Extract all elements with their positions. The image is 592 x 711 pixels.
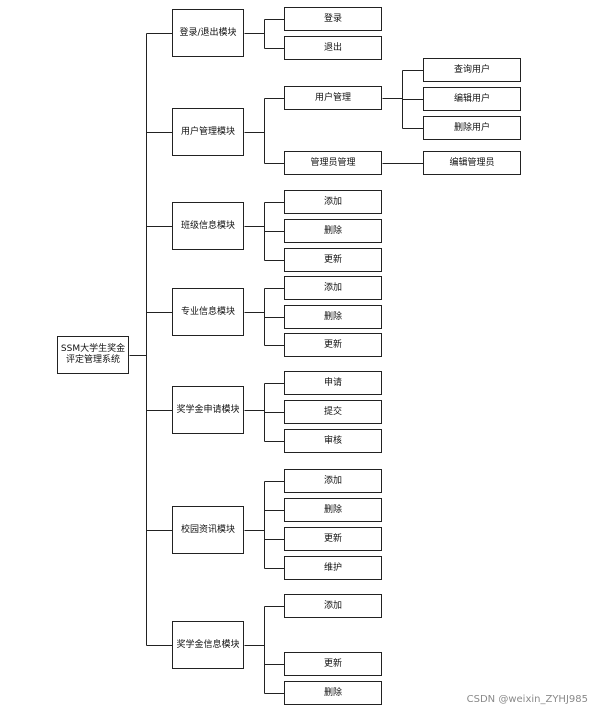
node-review: 审核 [284,429,382,453]
node-scholarship-update: 更新 [284,652,382,676]
node-news-maintain: 维护 [284,556,382,580]
node-submit: 提交 [284,400,382,424]
node-edit-admin: 编辑管理员 [423,151,521,175]
node-edit-user: 编辑用户 [423,87,521,111]
node-delete-user: 删除用户 [423,116,521,140]
node-news-add: 添加 [284,469,382,493]
node-scholarship-add: 添加 [284,594,382,618]
node-query-user: 查询用户 [423,58,521,82]
node-apply: 申请 [284,371,382,395]
module-major-info: 专业信息模块 [172,288,244,336]
node-class-add: 添加 [284,190,382,214]
module-user-management: 用户管理模块 [172,108,244,156]
node-admin-management: 管理员管理 [284,151,382,175]
node-user-management: 用户管理 [284,86,382,110]
node-logout: 退出 [284,36,382,60]
module-class-info: 班级信息模块 [172,202,244,250]
node-news-delete: 删除 [284,498,382,522]
node-news-update: 更新 [284,527,382,551]
root-node: SSM大学生奖金评定管理系统 [57,336,129,374]
module-campus-news: 校园资讯模块 [172,506,244,554]
node-major-delete: 删除 [284,305,382,329]
node-major-add: 添加 [284,276,382,300]
module-scholarship-apply: 奖学金申请模块 [172,386,244,434]
node-class-update: 更新 [284,248,382,272]
node-class-delete: 删除 [284,219,382,243]
watermark: CSDN @weixin_ZYHJ985 [466,694,588,705]
node-scholarship-delete: 删除 [284,681,382,705]
node-major-update: 更新 [284,333,382,357]
module-scholarship-info: 奖学金信息模块 [172,621,244,669]
node-login: 登录 [284,7,382,31]
module-login-logout: 登录/退出模块 [172,9,244,57]
